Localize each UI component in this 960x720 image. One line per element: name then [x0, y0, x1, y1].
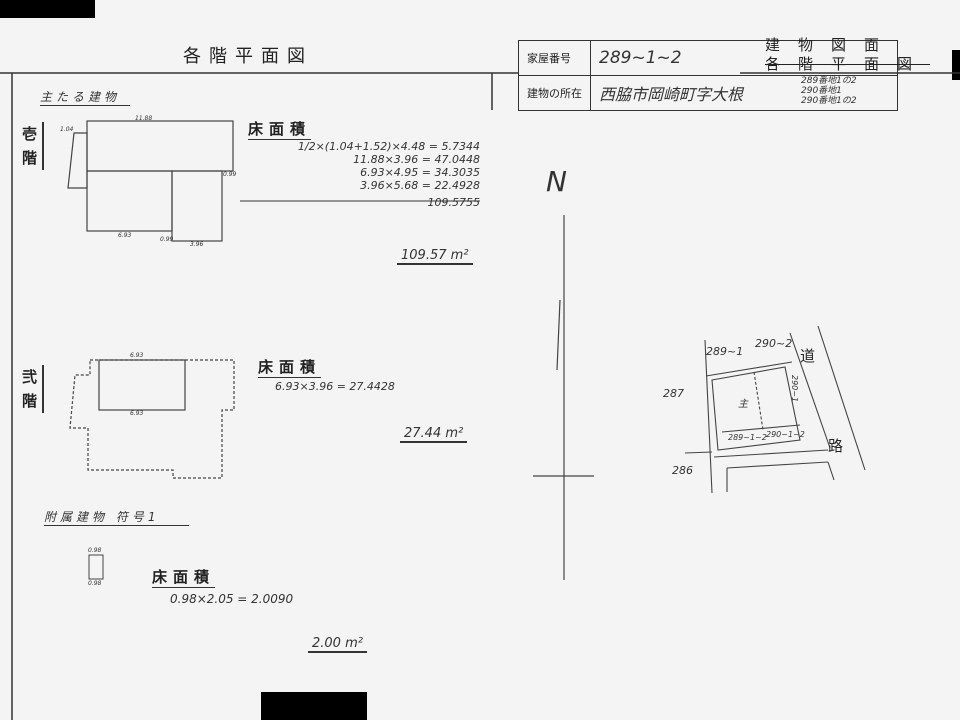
annex-total: 2.00 m² — [308, 636, 367, 653]
lot-label: 290~1 — [790, 375, 799, 403]
dim-label: 0.98 — [88, 547, 102, 554]
calc-sum: 109.5755 — [427, 196, 481, 209]
info-table: 家屋番号 289~1~2 建物の所在 西脇市岡崎町字大根 289番地1の2 29… — [518, 40, 898, 111]
lot-label: 290~1~2 — [766, 430, 805, 439]
location-value: 西脇市岡崎町字大根 289番地1の2 290番地1 290番地1の2 — [590, 75, 898, 111]
dim-label: 3.96 — [190, 241, 204, 248]
site-map — [684, 325, 866, 494]
main-building-mark: 主 — [738, 399, 748, 410]
dim-label: 1.04 — [60, 126, 74, 133]
dim-label: 6.93 — [130, 410, 144, 417]
floor2-label: 弐階 — [22, 365, 44, 413]
lot-line: 289番地1の2 — [801, 76, 857, 86]
floor2-total: 27.44 m² — [400, 426, 468, 443]
floor1-total: 109.57 m² — [397, 248, 473, 265]
floor1-label: 壱階 — [22, 122, 44, 170]
lot-line: 290番地1 — [801, 86, 842, 96]
main-building-label: 主たる建物 — [40, 88, 131, 106]
road-label: 道 — [800, 347, 816, 365]
floor1-calcs: 1/2×(1.04+1.52)×4.48 = 5.7344 11.88×3.96… — [240, 140, 480, 209]
dim-label: 6.93 — [130, 352, 144, 359]
calc-line: 6.93×4.95 = 34.3035 — [360, 166, 480, 179]
redaction-top — [0, 0, 95, 18]
redaction-bottom — [261, 692, 367, 720]
dim-label: 0.98 — [88, 580, 102, 587]
calc-line: 11.88×3.96 = 47.0448 — [353, 153, 480, 166]
dim-label: 11.88 — [135, 115, 153, 122]
redaction-right — [952, 50, 960, 80]
calc-line: 3.96×5.68 = 22.4928 — [360, 179, 480, 192]
north-label: N — [546, 165, 567, 198]
doc-type-floorplan: 各階平面図 — [765, 55, 931, 73]
location-text: 西脇市岡崎町字大根 — [599, 85, 744, 104]
dim-label: 0.99 — [160, 236, 174, 243]
lot-label: 286 — [672, 464, 693, 477]
location-lots: 289番地1の2 290番地1 290番地1の2 — [801, 76, 857, 106]
lot-label: 289~1 — [706, 345, 744, 358]
calc-line: 1/2×(1.04+1.52)×4.48 = 5.7344 — [297, 140, 480, 153]
lot-label: 287 — [663, 387, 684, 400]
page-title: 各階平面図 — [183, 46, 313, 67]
floor1-plan — [67, 120, 234, 242]
north-arrow — [533, 215, 594, 580]
floor2-area-heading: 床面積 — [258, 358, 322, 378]
annex-calc: 0.98×2.05 = 2.0090 — [170, 592, 294, 606]
dim-label: 0.99 — [223, 171, 237, 178]
floor2-calc: 6.93×3.96 = 27.4428 — [275, 380, 395, 393]
floor1-area-heading: 床面積 — [248, 120, 312, 140]
annex-label: 附属建物 符号1 — [44, 508, 190, 526]
annex-plan — [88, 554, 104, 580]
location-label: 建物の所在 — [518, 75, 591, 111]
floor2-plan — [69, 359, 235, 479]
lot-label: 289~1~2 — [728, 433, 767, 442]
lot-label: 290~2 — [755, 337, 793, 350]
lot-line: 290番地1の2 — [801, 96, 857, 106]
annex-area-heading: 床面積 — [152, 568, 216, 588]
doc-type-building: 建物図面 — [765, 36, 898, 54]
dim-label: 6.93 — [118, 232, 132, 239]
road-label: 路 — [828, 437, 844, 455]
